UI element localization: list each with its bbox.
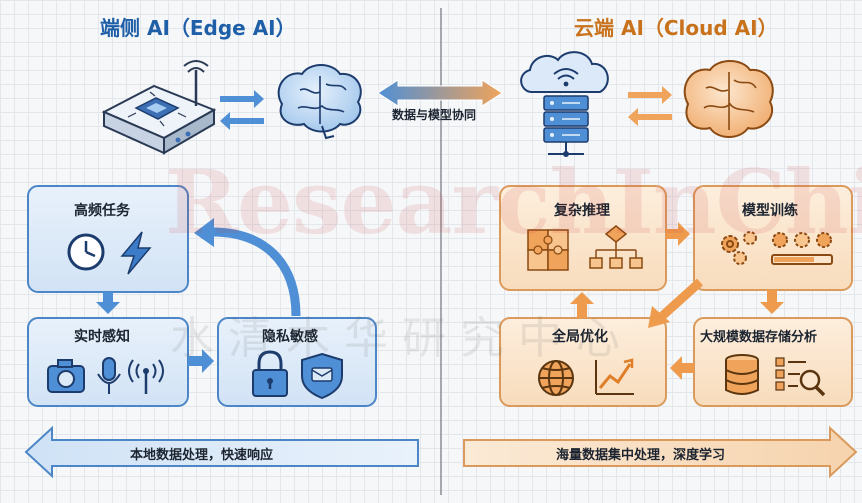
cloud-band-arrow — [463, 425, 858, 479]
cloud-title: 云端 AI（Cloud AI） — [574, 16, 778, 40]
arrow-realtime-to-privacy — [188, 349, 214, 373]
brain-icon — [683, 60, 774, 138]
puzzle-icon — [527, 229, 569, 271]
node-complex-label: 复杂推理 — [554, 203, 610, 219]
edge-band-arrow — [24, 425, 419, 479]
sync-arrow — [377, 79, 503, 107]
arrow-global-to-complex — [570, 292, 594, 318]
arrow-training-to-bigdata — [760, 290, 784, 314]
sync-label: 数据与模型协同 — [392, 108, 477, 122]
node-privacy-label: 隐私敏感 — [262, 329, 318, 345]
cloud-swap-arrows — [628, 86, 672, 126]
edge-router-chip-icon — [101, 60, 217, 155]
edge-band-label: 本地数据处理，快速响应 — [130, 448, 274, 463]
antenna-icon — [128, 359, 164, 394]
gears-icon — [721, 231, 833, 265]
microphone-icon — [97, 357, 121, 394]
edge-title: 端侧 AI（Edge AI） — [100, 16, 296, 40]
node-global-opt-label: 全局优化 — [552, 329, 608, 345]
node-training-label: 模型训练 — [742, 203, 798, 219]
line-chart-icon — [595, 358, 634, 395]
node-high-freq-label: 高频任务 — [74, 203, 130, 219]
arrow-bigdata-to-global — [670, 356, 694, 380]
arrow-complex-to-training — [666, 222, 690, 246]
globe-icon — [538, 360, 574, 396]
node-realtime-label: 实时感知 — [74, 329, 130, 345]
shield-icon — [301, 352, 343, 400]
data-search-icon — [775, 357, 826, 397]
brain-icon — [277, 64, 362, 140]
clock-icon — [67, 233, 105, 271]
cloud-server-icon — [520, 51, 609, 157]
camera-icon — [47, 359, 85, 393]
arrow-high-freq-to-realtime — [96, 292, 120, 314]
lock-icon — [252, 350, 288, 397]
database-icon — [725, 354, 759, 395]
flowchart-icon — [589, 225, 643, 269]
node-bigdata-label: 大规模数据存储分析 — [700, 330, 818, 345]
cloud-band-label: 海量数据集中处理，深度学习 — [556, 448, 726, 463]
arrow-privacy-to-high-freq — [211, 227, 301, 317]
arrow-training-to-global — [656, 278, 704, 322]
lightning-icon — [120, 231, 152, 275]
edge-swap-arrows — [220, 90, 264, 130]
